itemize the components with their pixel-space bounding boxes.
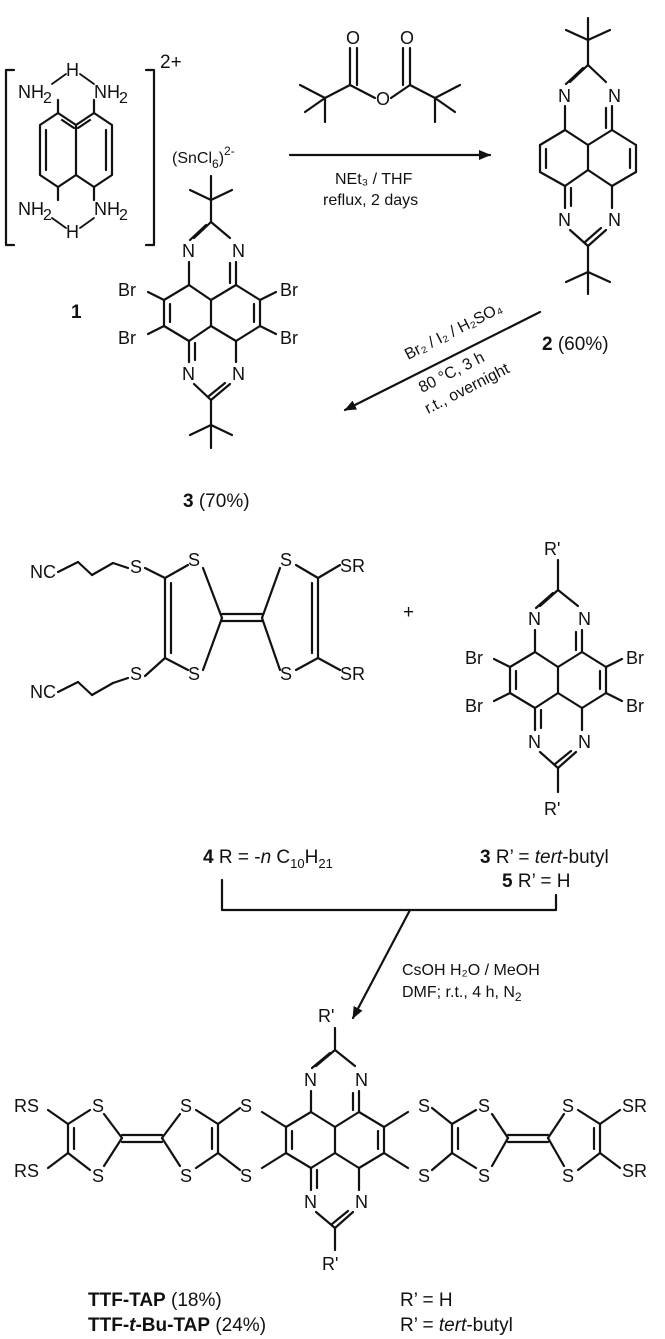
svg-text:S: S bbox=[562, 1096, 574, 1116]
svg-text:S: S bbox=[240, 1166, 252, 1186]
compound-1-structure: NH 2 NH 2 H NH 2 NH 2 H bbox=[4, 60, 156, 247]
svg-text:Br: Br bbox=[280, 328, 298, 348]
svg-text:R': R' bbox=[544, 799, 560, 819]
svg-text:SR: SR bbox=[622, 1161, 647, 1181]
product-1-substituent: R’ = H bbox=[400, 1290, 453, 1311]
svg-text:Br: Br bbox=[626, 648, 644, 668]
svg-text:S: S bbox=[240, 1096, 252, 1116]
svg-text:NC: NC bbox=[30, 682, 56, 702]
svg-text:Br: Br bbox=[465, 696, 483, 716]
svg-text:S: S bbox=[478, 1166, 490, 1186]
pivalic-anhydride-structure: O O O bbox=[298, 28, 462, 124]
svg-text:N: N bbox=[355, 1070, 368, 1090]
svg-text:RS: RS bbox=[14, 1096, 39, 1116]
svg-text:S: S bbox=[280, 664, 292, 684]
svg-text:O: O bbox=[376, 89, 390, 109]
svg-text:S: S bbox=[180, 1166, 192, 1186]
step-1-conditions: reflux, 2 days bbox=[323, 192, 418, 209]
compound-2-structure: N N N N bbox=[538, 16, 638, 296]
step-3-reagents: CsOH H₂O / MeOH bbox=[402, 962, 540, 979]
svg-text:O: O bbox=[400, 28, 414, 48]
bridge-hydrogen: H bbox=[66, 222, 79, 242]
product-1-label: TTF-TAP (18%) bbox=[88, 1290, 222, 1311]
svg-text:S: S bbox=[188, 664, 200, 684]
amine-label: NH bbox=[94, 82, 120, 102]
svg-text:NC: NC bbox=[30, 562, 56, 582]
svg-text:2: 2 bbox=[43, 207, 52, 224]
compound-1-charge: 2+ bbox=[160, 52, 182, 73]
product-2-label: TTF-t-Bu-TAP (24%) bbox=[88, 1315, 266, 1336]
svg-text:S: S bbox=[180, 1096, 192, 1116]
compound-5-desc: 5 R’ = H bbox=[502, 871, 570, 892]
step-2-reagents: Br₂ / I₂ / H₂SO₄ bbox=[402, 300, 505, 364]
step-1-reagents: NEt₃ / THF bbox=[335, 171, 413, 188]
svg-text:SR: SR bbox=[340, 664, 365, 684]
compound-4-label: 4 R = -n C10H21 bbox=[203, 847, 333, 871]
svg-text:N: N bbox=[182, 364, 195, 384]
reaction-arrow-3 bbox=[351, 908, 412, 1020]
svg-text:S: S bbox=[478, 1096, 490, 1116]
svg-text:N: N bbox=[528, 732, 541, 752]
svg-text:S: S bbox=[92, 1096, 104, 1116]
svg-text:Br: Br bbox=[465, 648, 483, 668]
svg-text:N: N bbox=[232, 241, 245, 261]
svg-text:R': R' bbox=[322, 1254, 338, 1274]
svg-text:N: N bbox=[232, 364, 245, 384]
svg-text:N: N bbox=[304, 1070, 317, 1090]
svg-text:Br: Br bbox=[118, 280, 136, 300]
compound-1-number: 1 bbox=[71, 302, 82, 323]
svg-text:Br: Br bbox=[118, 328, 136, 348]
svg-text:S: S bbox=[130, 557, 142, 577]
svg-text:N: N bbox=[355, 1192, 368, 1212]
svg-text:SR: SR bbox=[622, 1096, 647, 1116]
svg-text:O: O bbox=[346, 28, 360, 48]
compound-3-desc: 3 R’ = tert-butyl bbox=[480, 847, 609, 868]
svg-text:RS: RS bbox=[14, 1161, 39, 1181]
product-structure: R' N N N N R' S S bbox=[14, 1006, 647, 1274]
svg-text:S: S bbox=[418, 1166, 430, 1186]
amine-label: NH bbox=[94, 199, 120, 219]
svg-text:N: N bbox=[608, 86, 621, 106]
svg-text:Br: Br bbox=[280, 280, 298, 300]
amine-label: NH bbox=[18, 199, 44, 219]
svg-text:N: N bbox=[558, 210, 571, 230]
svg-text:2: 2 bbox=[119, 207, 128, 224]
svg-text:S: S bbox=[280, 550, 292, 570]
reaction-arrow-2 bbox=[343, 310, 542, 412]
svg-text:SR: SR bbox=[340, 556, 365, 576]
svg-text:S: S bbox=[418, 1096, 430, 1116]
compound-3-label: 3 (70%) bbox=[183, 491, 250, 512]
svg-text:S: S bbox=[562, 1166, 574, 1186]
compound-4-structure: NC S NC S S S S S SR SR bbox=[30, 550, 365, 702]
svg-text:S: S bbox=[130, 664, 142, 684]
svg-text:2: 2 bbox=[119, 90, 128, 107]
svg-text:R': R' bbox=[318, 1006, 334, 1026]
svg-text:S: S bbox=[188, 550, 200, 570]
svg-text:N: N bbox=[578, 609, 591, 629]
svg-text:2: 2 bbox=[43, 90, 52, 107]
product-2-substituent: R’ = tert-butyl bbox=[400, 1315, 513, 1336]
bridge-hydrogen: H bbox=[66, 60, 79, 80]
counterion: (SnCl6)2- bbox=[172, 144, 235, 171]
plus-sign: + bbox=[403, 602, 414, 623]
step-3-conditions: DMF; r.t., 4 h, N2 bbox=[402, 984, 522, 1004]
svg-text:N: N bbox=[528, 609, 541, 629]
left-bracket bbox=[4, 68, 16, 247]
right-bracket bbox=[144, 68, 156, 247]
svg-text:N: N bbox=[182, 241, 195, 261]
svg-text:S: S bbox=[92, 1166, 104, 1186]
svg-text:R': R' bbox=[544, 539, 560, 559]
svg-text:N: N bbox=[608, 210, 621, 230]
compound-2-label: 2 (60%) bbox=[542, 334, 609, 355]
amine-label: NH bbox=[18, 82, 44, 102]
svg-text:N: N bbox=[304, 1192, 317, 1212]
svg-text:N: N bbox=[558, 86, 571, 106]
compound-3-structure: N N Br Br Br Br N N bbox=[118, 174, 298, 450]
svg-text:Br: Br bbox=[626, 696, 644, 716]
compound-3-5-structure: R' N N Br Br Br Br N N bbox=[465, 539, 644, 819]
merge-line bbox=[220, 878, 558, 912]
svg-text:N: N bbox=[578, 732, 591, 752]
